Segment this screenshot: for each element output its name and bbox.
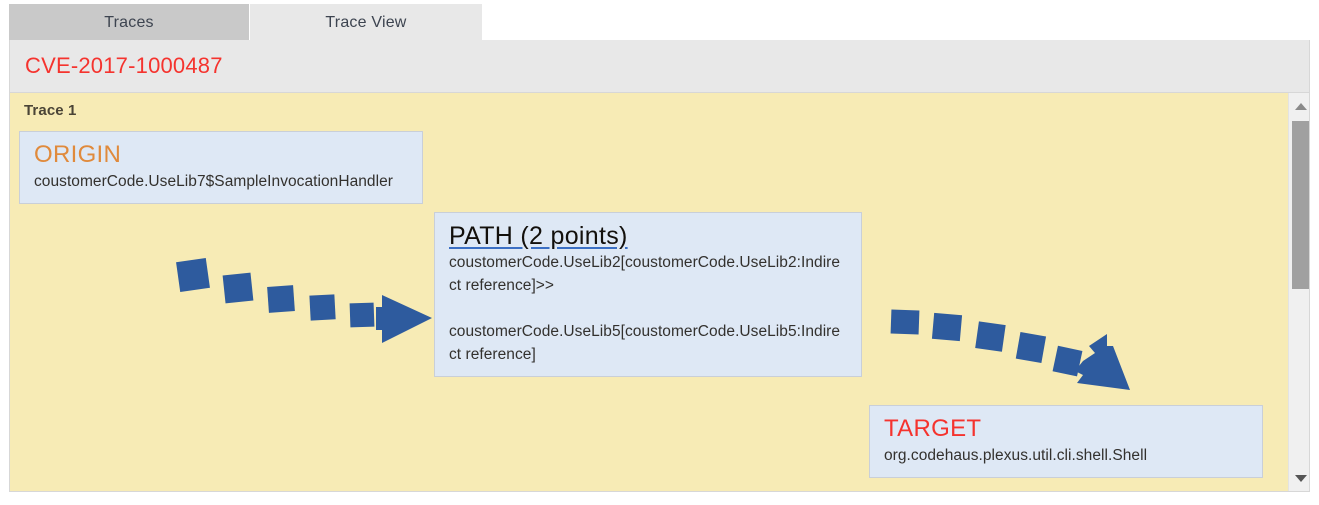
cve-id-label: CVE-2017-1000487 [25,53,223,78]
arrow-path-to-target-icon [890,309,1130,390]
tab-trace-view[interactable]: Trace View [250,4,482,40]
tab-traces-label: Traces [104,13,154,31]
arrow-origin-to-path-icon [176,258,432,343]
target-node[interactable]: TARGET org.codehaus.plexus.util.cli.shel… [869,405,1263,478]
scroll-down-button[interactable] [1289,467,1309,489]
path-node-point-2: coustomerCode.UseLib5[coustomerCode.UseL… [449,323,841,363]
path-node[interactable]: PATH (2 points) coustomerCode.UseLib2[co… [434,212,862,377]
vertical-scrollbar[interactable] [1288,93,1309,491]
tab-traces[interactable]: Traces [9,4,249,40]
origin-node-body: coustomerCode.UseLib7$SampleInvocationHa… [34,173,393,190]
target-node-title: TARGET [884,415,982,442]
trace-index-label: Trace 1 [24,102,77,119]
tab-bar: Traces Trace View [0,0,1319,40]
scrollbar-thumb[interactable] [1292,121,1309,289]
target-node-body: org.codehaus.plexus.util.cli.shell.Shell [884,447,1148,464]
origin-node[interactable]: ORIGIN coustomerCode.UseLib7$SampleInvoc… [19,131,423,204]
tab-trace-view-label: Trace View [325,13,407,31]
scroll-up-button[interactable] [1289,95,1309,117]
path-node-title[interactable]: PATH (2 points) [449,222,628,250]
origin-node-title: ORIGIN [34,141,122,168]
cve-header-bar: CVE-2017-1000487 [9,40,1310,92]
triangle-up-icon [1294,102,1307,110]
trace-canvas: Trace 1 ORIGIN coustomerCode.UseLib7$Sam… [10,93,1287,491]
path-node-point-1: coustomerCode.UseLib2[coustomerCode.UseL… [449,254,841,294]
triangle-down-icon [1294,474,1307,482]
trace-graph-panel: Trace 1 ORIGIN coustomerCode.UseLib7$Sam… [9,92,1310,492]
